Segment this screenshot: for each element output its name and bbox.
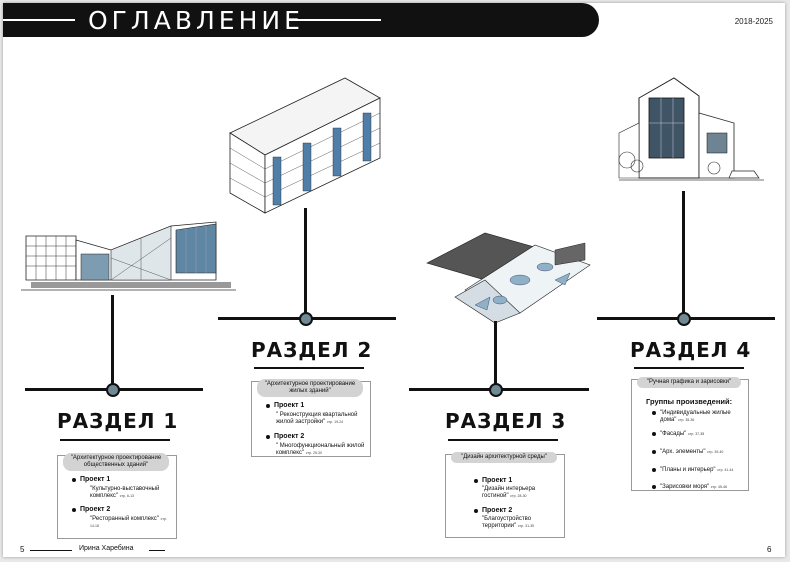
- section-4-title: РАЗДЕЛ 4: [630, 338, 752, 362]
- section-1-project-2-desc: "Ресторанный комплекс" стр. 14-18: [90, 516, 167, 528]
- section-1-title: РАЗДЕЛ 1: [57, 409, 179, 433]
- section-2-caption: "Архитектурное проектирование жилых здан…: [257, 379, 363, 397]
- page-title: ОГЛАВЛЕНИЕ: [88, 6, 304, 35]
- section-2-title: РАЗДЕЛ 2: [251, 338, 373, 362]
- section-2-box: "Архитектурное проектирование жилых здан…: [251, 379, 371, 457]
- section-4-group-4: "Планы и интерьер" стр. 41-44: [652, 467, 742, 474]
- section-3-box: "Дизайн архитектурной среды" Проект 1 "Д…: [445, 452, 565, 538]
- section-4-caption: "Ручная графика и зарисовки": [637, 377, 741, 388]
- footer-line-right: [149, 550, 165, 551]
- section-4-group-1: "Индивидуальные жилые дома" стр. 35-36: [652, 410, 742, 424]
- building-illustration-2: [229, 77, 381, 214]
- connector-3: [494, 321, 497, 387]
- section-3-project-2-name: Проект 2: [473, 507, 513, 514]
- section-3-project-1-desc: "Дизайн интерьера гостиной" стр. 28-30: [482, 486, 536, 499]
- connector-1: [111, 295, 114, 387]
- section-3-underline: [448, 439, 558, 441]
- footer-line-left: [30, 550, 72, 551]
- section-3-title: РАЗДЕЛ 3: [445, 409, 567, 433]
- banner-line-right: [289, 19, 381, 21]
- section-4-group-5: "Зарисовки моря" стр. 45-46: [652, 484, 746, 491]
- section-2-project-1-name: Проект 1: [265, 402, 305, 409]
- section-2-project-2-desc: " Многофункциональный жилой комплекс" ст…: [276, 443, 365, 456]
- title-banner: ОГЛАВЛЕНИЕ: [3, 3, 599, 37]
- section-1-underline: [60, 439, 170, 441]
- connector-4: [682, 191, 685, 316]
- building-illustration-1: [21, 221, 236, 291]
- footer-right-page-number: 6: [767, 545, 772, 554]
- section-4-box: "Ручная графика и зарисовки" Группы прои…: [631, 377, 749, 491]
- section-1-caption: "Архитектурное проектирование общественн…: [63, 453, 169, 471]
- section-1-project-1-desc: "Культурно-выставочный комплекс" стр. 6-…: [90, 486, 160, 499]
- section-3-caption: "Дизайн архитектурной среды": [451, 452, 557, 463]
- section-1-project-1-name: Проект 1: [71, 476, 111, 483]
- footer-left-page-number: 5: [20, 545, 25, 554]
- section-2-underline: [254, 367, 364, 369]
- section-4-groups-title: Группы произведений:: [646, 397, 733, 406]
- timeline-node-3: [489, 383, 503, 397]
- section-1-box: "Архитектурное проектирование общественн…: [57, 453, 177, 539]
- section-4-group-3: "Арх. элементы" стр. 39-40: [652, 449, 742, 456]
- building-illustration-4: [618, 77, 764, 181]
- timeline-node-1: [106, 383, 120, 397]
- timeline-node-4: [677, 312, 691, 326]
- building-illustration-3: [426, 232, 591, 324]
- connector-2: [304, 208, 307, 316]
- years-label: 2018-2025: [734, 17, 773, 26]
- section-2-project-1-desc: " Реконструкция квартальной жилой застро…: [276, 412, 358, 425]
- section-4-underline: [634, 367, 744, 369]
- footer-author: Ирина Харебина: [79, 545, 134, 552]
- section-2-project-2-name: Проект 2: [265, 433, 305, 440]
- section-1-project-2-name: Проект 2: [71, 506, 111, 513]
- banner-line-left: [3, 19, 75, 21]
- page: ОГЛАВЛЕНИЕ 2018-2025: [3, 3, 785, 557]
- timeline-node-2: [299, 312, 313, 326]
- section-3-project-2-desc: "Благоустройство территории" стр. 31-35: [482, 516, 535, 529]
- section-4-group-2: "Фасады" стр. 37-38: [652, 431, 742, 438]
- section-3-project-1-name: Проект 1: [473, 477, 513, 484]
